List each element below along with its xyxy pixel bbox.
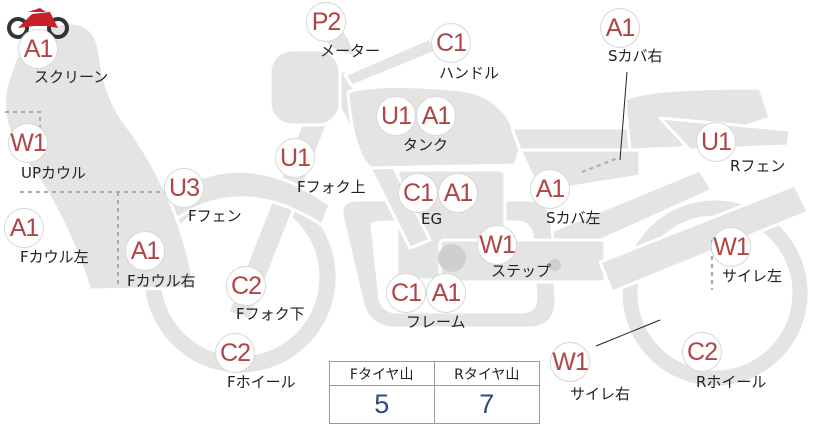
front-tread-value: 5: [330, 386, 435, 423]
part-tank-badge-left: U1: [376, 96, 416, 136]
part-r-wheel-badge: C2: [682, 332, 722, 372]
side-cover-division-line: [581, 157, 619, 173]
part-f-wheel-badge: C2: [215, 333, 255, 373]
part-frame-badge-right: A1: [426, 273, 466, 313]
s-cover-right-leader: [619, 71, 628, 161]
part-muffler-left-badge: W1: [711, 227, 751, 267]
part-tank-label: タンク: [403, 136, 449, 154]
part-step-badge: W1: [477, 225, 517, 265]
part-muffler-right-badge: W1: [550, 342, 590, 382]
headlight-shape: [268, 48, 342, 127]
part-muffler-left-label: サイレ左: [722, 267, 783, 285]
motorcycle-icon: [7, 8, 69, 39]
engine-circle-shape: [438, 244, 466, 272]
fairing-shape: [2, 21, 197, 292]
part-r-wheel-label: Rホイール: [696, 373, 767, 391]
part-f-fork-upper-badge: U1: [275, 138, 315, 178]
muffler-shape: [598, 183, 810, 294]
rear-tread-value: 7: [479, 389, 495, 419]
part-r-fender-badge: U1: [696, 122, 736, 162]
part-step-label: ステップ: [491, 262, 552, 280]
part-frame-label: フレーム: [406, 313, 466, 331]
part-engine-badge-right: A1: [438, 173, 478, 213]
part-screen-badge: A1: [18, 29, 58, 69]
part-f-fork-lower-label: Fフォク下: [236, 305, 305, 323]
muffler-right-leader: [595, 319, 661, 347]
part-f-fork-lower-badge: C2: [226, 266, 266, 306]
part-engine-label: EG: [421, 210, 443, 228]
part-tank-badge-right: A1: [416, 96, 456, 136]
fairing-division-line: [5, 111, 41, 132]
part-handle-label: ハンドル: [439, 64, 500, 82]
part-f-fork-upper-label: Fフォク上: [297, 178, 366, 196]
part-meter-badge: P2: [306, 2, 346, 42]
part-s-cover-right-label: Sカバ右: [608, 47, 663, 65]
part-f-cowl-left-badge: A1: [4, 208, 44, 248]
tire-tread-table: Fタイヤ山 Rタイヤ山 5 7: [329, 361, 540, 424]
part-s-cover-right-badge: A1: [600, 8, 640, 48]
frame-loop-shape: [340, 198, 558, 330]
part-f-wheel-label: Fホイール: [227, 373, 296, 391]
part-engine-badge-left: C1: [398, 173, 438, 213]
front-tread-header: Fタイヤ山: [330, 362, 435, 386]
part-f-cowl-left-label: Fカウル左: [20, 248, 89, 266]
part-meter-label: メーター: [320, 42, 381, 60]
part-f-fender-label: Fフェン: [188, 207, 242, 225]
part-handle-badge: C1: [431, 23, 471, 63]
part-r-fender-label: Rフェン: [730, 157, 786, 175]
rear-cowl-shape: [623, 86, 772, 152]
part-f-cowl-right-label: Fカウル右: [127, 272, 196, 290]
rear-tread-header: Rタイヤ山: [434, 362, 539, 386]
part-f-fender-badge: U3: [164, 168, 204, 208]
part-screen-label: スクリーン: [34, 68, 109, 86]
part-up-cowl-label: UPカウル: [21, 164, 87, 182]
part-frame-badge-left: C1: [386, 273, 426, 313]
step-bolt-shape: [549, 259, 561, 271]
part-muffler-right-label: サイレ右: [570, 385, 631, 403]
part-s-cover-left-label: Sカバ左: [546, 209, 601, 227]
part-up-cowl-badge: W1: [8, 123, 48, 163]
part-s-cover-left-badge: A1: [530, 169, 570, 209]
part-f-cowl-right-badge: A1: [125, 231, 165, 271]
